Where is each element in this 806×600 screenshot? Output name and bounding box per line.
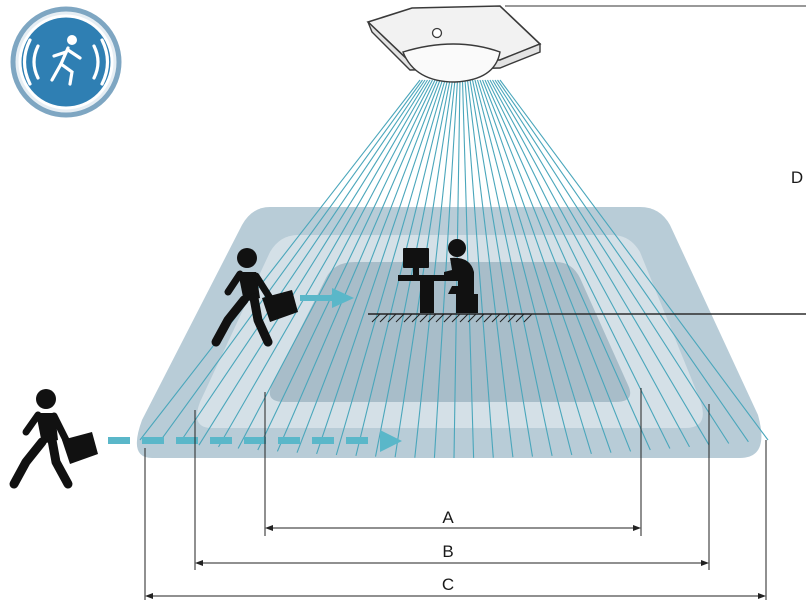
walking-person-with-briefcase-icon-lower [9,389,98,489]
beam-line [466,79,514,458]
beam-line [374,79,451,457]
ceiling-sensor-icon [366,5,806,83]
beam-line [497,79,749,443]
beam-line [198,79,428,446]
beam-line [479,79,612,453]
motion-sensor-running-person-icon [22,35,110,86]
beam-line [469,79,534,457]
desk-leg [420,281,434,313]
dimension-label-b: B [442,542,453,561]
floor-hatch [387,313,397,323]
beam-line [178,79,426,444]
beam-line [276,79,439,452]
floor-hatch [419,313,429,323]
badge-inner-disc [18,14,114,110]
beam-line [494,79,730,444]
beam-line [296,79,441,453]
chair [456,294,478,313]
arrow-dash [346,437,368,444]
beam-line [257,79,436,451]
sensor-lens [431,27,443,39]
dimension-lines [144,388,767,600]
motion-sensor-badge [10,6,122,118]
beam-line [139,79,421,441]
worker-head [448,239,466,257]
beam-line [499,79,769,441]
floor-hatch [379,313,389,323]
dimension-label-d: D [791,168,803,187]
arrow-dash [278,437,300,444]
beam-line [474,79,573,456]
sensor-dome [402,43,501,83]
dimension-arrowheads [145,525,766,599]
dimension-label-a: A [442,508,454,527]
floor-hatch [515,313,525,323]
walking-person-with-briefcase-icon [211,248,298,347]
beam-line [464,79,494,458]
beam-line [394,79,454,458]
floor-hatch [403,313,413,323]
beam-line [487,79,671,449]
monitor [403,248,429,268]
floor-hatch [435,313,445,323]
beam-line [218,79,431,448]
floor-hatch [491,313,501,323]
floor-hatch [475,313,485,323]
floor-hatch [499,313,509,323]
beam-line [433,79,459,458]
floor-hatch [459,313,469,323]
arrow-dash [244,437,266,444]
floor-hatch [507,313,517,323]
floor-hatch [467,313,477,323]
floor-hatch [411,313,421,323]
beam-line [316,79,444,455]
beam-line [414,79,456,458]
floor-hatch [483,313,493,323]
beam-line [355,79,449,457]
monitor-stand [413,268,419,276]
arrow-dash [176,437,198,444]
dashed-arrow-right-icon [108,430,402,452]
arrow-right-icon [300,288,354,308]
floor-hatch [395,313,405,323]
floor-hatch [523,313,533,323]
beam-line [476,79,592,455]
dimension-label-c: C [442,575,454,594]
floor-hatch [443,313,453,323]
beam-line [335,79,446,456]
arrow-dash [142,437,164,444]
beam-line [471,79,553,457]
floor-hatch [451,313,461,323]
sensor-beams [139,79,769,459]
beam-line [237,79,433,449]
arrow-dash [210,437,232,444]
zone-inner [269,262,631,402]
floor-hatch [371,313,381,323]
seated-person-at-computer-icon [398,239,478,313]
beam-line [484,79,651,451]
beam-line [492,79,710,446]
worker-body [444,257,474,294]
desk-top [398,275,460,281]
beam-line [481,79,632,452]
beam-line [489,79,690,448]
arrow-dash [312,437,334,444]
beam-line [159,79,423,443]
floor-hatch [427,313,437,323]
arrow-dash [108,437,130,444]
